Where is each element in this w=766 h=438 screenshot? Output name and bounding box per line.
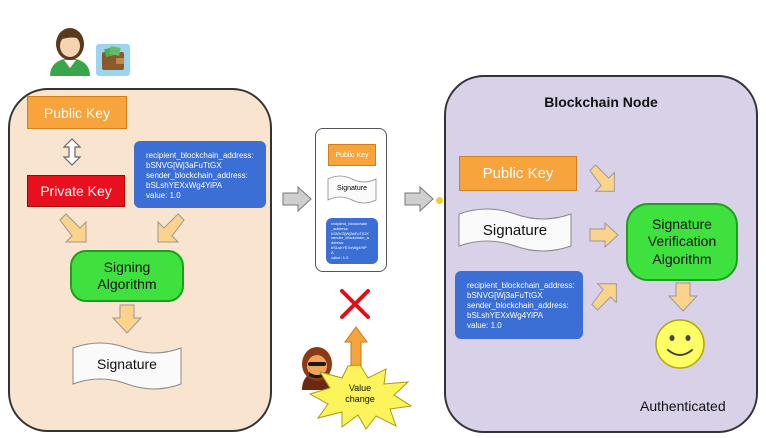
hacker-icon <box>302 347 332 390</box>
sender-transaction: recipient_blockchain_address: bSNVG[Wj3a… <box>134 141 266 208</box>
arrow-packet-to-node <box>404 186 434 212</box>
cursor-dot <box>436 197 443 204</box>
double-arrow-icon <box>62 138 82 166</box>
arrow-key-to-algorithm <box>59 213 87 243</box>
value-change-label: Value change <box>345 383 375 404</box>
user-avatar-icon <box>50 28 90 76</box>
packet-transaction: recipient_blockchain _address: bSNVG[Wj3… <box>326 218 378 264</box>
verification-algorithm-label: Signature Verification Algorithm <box>647 215 717 267</box>
sender-private-key-label: Private Key <box>40 183 112 199</box>
packet-public-key: Public Key <box>328 144 376 166</box>
packet-signature-label: Signature <box>337 185 367 192</box>
arrow-tx-to-algorithm <box>157 213 185 243</box>
node-signature-label: Signature <box>482 222 548 239</box>
packet-public-key-label: Public Key <box>335 151 369 159</box>
red-x-icon <box>340 289 370 319</box>
arrow-sender-to-packet <box>282 186 312 212</box>
node-public-key-label: Public Key <box>482 165 554 182</box>
wallet-icon <box>96 44 130 76</box>
value-change-burst <box>308 364 412 430</box>
smiley-face-icon <box>655 319 705 369</box>
signing-algorithm-label: Signing Algorithm <box>97 258 157 293</box>
node-transaction: recipient_blockchain_address: bSNVG[Wj3a… <box>455 271 583 339</box>
arrow-signature-to-verify <box>589 222 619 248</box>
arrow-down-to-result <box>668 282 698 312</box>
node-signature-shape <box>458 208 572 252</box>
sender-private-key: Private Key <box>27 175 125 207</box>
authenticated-label: Authenticated <box>640 398 726 414</box>
arrow-tx-to-verify <box>591 283 617 311</box>
sender-public-key: Public Key <box>27 96 127 129</box>
signature-verification-algorithm: Signature Verification Algorithm <box>626 203 738 281</box>
sender-signature-shape <box>72 342 182 390</box>
arrow-pubkey-to-verify <box>589 164 615 192</box>
arrow-down-to-signature <box>112 304 142 334</box>
node-title: Blockchain Node <box>544 94 658 110</box>
sender-signature-label: Signature <box>97 356 157 372</box>
signing-algorithm: Signing Algorithm <box>70 250 184 302</box>
sender-public-key-label: Public Key <box>43 104 111 121</box>
node-public-key: Public Key <box>459 156 577 191</box>
packet-signature-shape <box>327 175 377 204</box>
